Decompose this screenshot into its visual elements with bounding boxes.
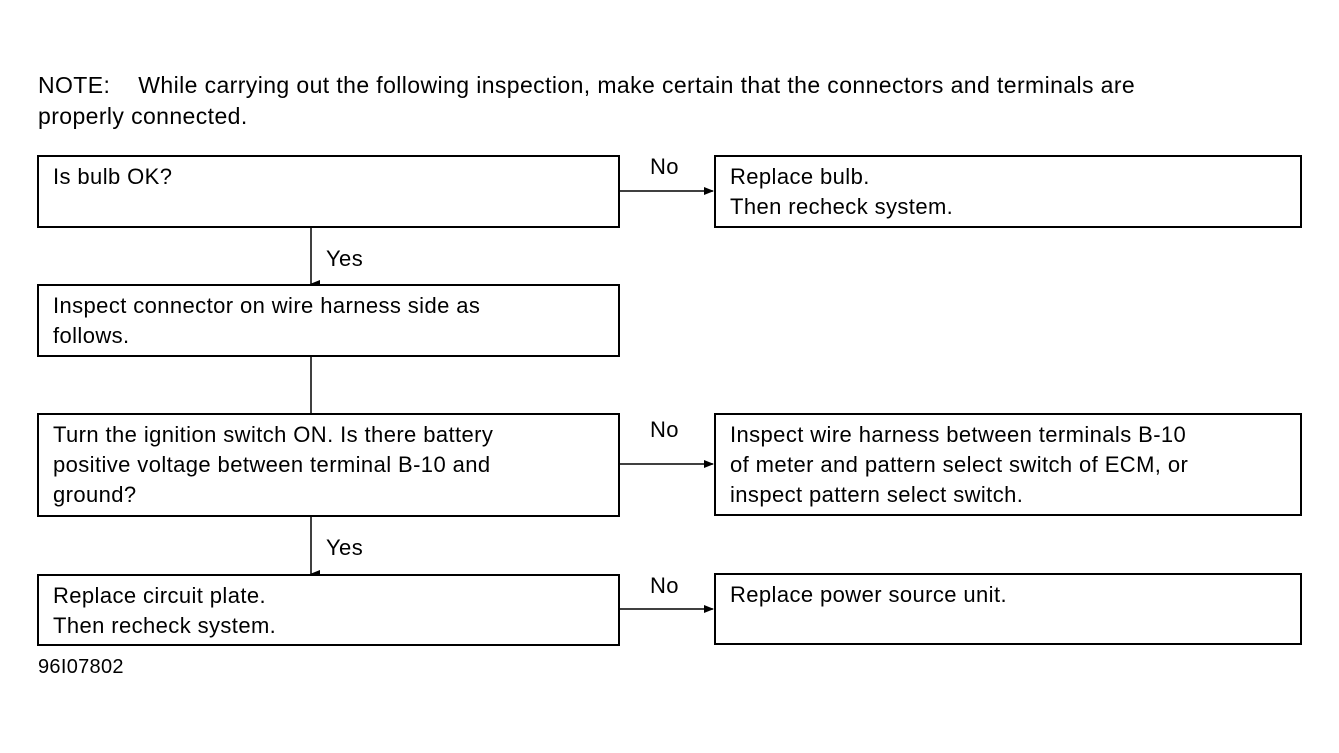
voltage-check-line-3: ground?	[53, 482, 137, 507]
inspect-connector-box: Inspect connector on wire harness side a…	[37, 284, 620, 357]
no-label-3: No	[650, 573, 679, 598]
replace-bulb-line-2: Then recheck system.	[730, 194, 954, 219]
inspect-connector-line-1: Inspect connector on wire harness side a…	[53, 293, 481, 318]
note-prefix: NOTE:	[38, 72, 111, 98]
bulb-check-line-1: Is bulb OK?	[53, 164, 173, 189]
inspect-harness-line-3: inspect pattern select switch.	[730, 482, 1024, 507]
figure-id: 96I07802	[38, 656, 124, 678]
voltage-check-line-2: positive voltage between terminal B-10 a…	[53, 452, 491, 477]
note-text-line2: properly connected.	[38, 103, 248, 129]
replace-circuit-box: Replace circuit plate. Then recheck syst…	[37, 574, 620, 646]
replace-bulb-box: Replace bulb. Then recheck system.	[714, 155, 1302, 228]
voltage-check-box: Turn the ignition switch ON. Is there ba…	[37, 413, 620, 517]
inspect-harness-box: Inspect wire harness between terminals B…	[714, 413, 1302, 516]
note-text: While carrying out the following inspect…	[138, 72, 1136, 98]
inspect-connector-line-2: follows.	[53, 323, 130, 348]
yes-label-2: Yes	[326, 535, 364, 560]
replace-power-line-1: Replace power source unit.	[730, 582, 1007, 607]
voltage-check-line-1: Turn the ignition switch ON. Is there ba…	[53, 422, 494, 447]
inspection-note: NOTE: While carrying out the following in…	[38, 70, 1308, 132]
replace-circuit-line-2: Then recheck system.	[53, 613, 277, 638]
replace-bulb-line-1: Replace bulb.	[730, 164, 870, 189]
replace-circuit-line-1: Replace circuit plate.	[53, 583, 267, 608]
bulb-check-box: Is bulb OK?	[37, 155, 620, 228]
inspect-harness-line-2: of meter and pattern select switch of EC…	[730, 452, 1189, 477]
no-label-1: No	[650, 154, 679, 179]
no-label-2: No	[650, 417, 679, 442]
inspect-harness-line-1: Inspect wire harness between terminals B…	[730, 422, 1187, 447]
yes-label-1: Yes	[326, 246, 364, 271]
replace-power-box: Replace power source unit.	[714, 573, 1302, 645]
